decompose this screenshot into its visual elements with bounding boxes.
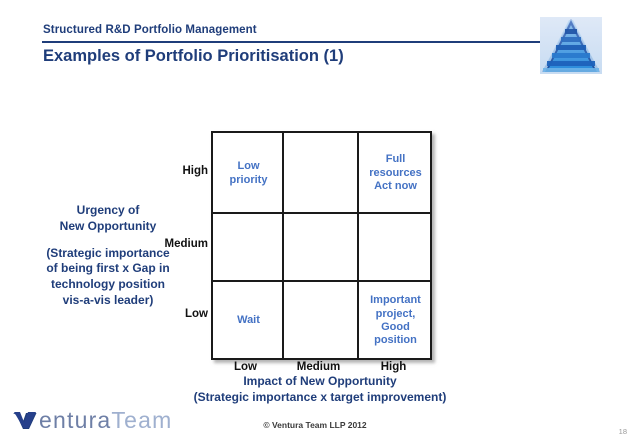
ventura-v-mark-icon (13, 412, 37, 429)
matrix-cell-medium-medium[interactable] (284, 214, 357, 280)
grid-line-horizontal-2 (213, 280, 430, 282)
matrix-cell-medium-low[interactable] (215, 214, 282, 280)
matrix-cell-label-line3: Act now (374, 180, 417, 193)
y-axis-subtitle-line3: technology position (51, 277, 165, 292)
matrix-cell-high-medium[interactable] (284, 135, 357, 212)
ventura-wordmark: enturaTeam (39, 407, 172, 434)
x-axis-tick-low: Low (234, 361, 257, 373)
matrix-cell-low-low[interactable]: Wait (215, 282, 282, 360)
y-axis-tick-high: High (182, 165, 208, 177)
page-title: Examples of Portfolio Prioritisation (1) (43, 47, 344, 65)
y-axis-subtitle-line2: of being first x Gap in (46, 261, 170, 276)
ventura-wordmark-part2: Team (111, 406, 173, 433)
pyramid-logo-icon (540, 17, 602, 74)
y-axis-tick-low: Low (185, 308, 208, 320)
y-axis-subtitle: (Strategic importance of being first x G… (8, 246, 208, 309)
y-axis-subtitle-line1: (Strategic importance (46, 245, 170, 260)
matrix-cell-label-line2: project, (375, 307, 416, 320)
matrix-cell-low-medium[interactable] (284, 282, 357, 360)
matrix-cell-label-line1: Important (370, 294, 421, 307)
page-number: 18 (618, 427, 627, 436)
ventura-team-logo: enturaTeam (12, 405, 172, 435)
matrix-cell-label-line2: resources (369, 166, 422, 179)
grid-line-vertical-2 (357, 133, 359, 358)
matrix-cell-label: Low priority (229, 160, 268, 186)
x-axis-tick-high: High (380, 361, 407, 373)
y-axis-subtitle-line4: vis-a-vis leader) (62, 293, 154, 308)
x-axis-subtitle: (Strategic importance x target improveme… (193, 389, 447, 404)
y-axis-tick-medium: Medium (164, 238, 208, 250)
matrix-cell-label-line1: Full (385, 153, 406, 166)
y-axis-title: Urgency of New Opportunity (Strategic im… (8, 203, 208, 309)
header-kicker: Structured R&D Portfolio Management (43, 24, 257, 36)
matrix-cell-label-line4: position (374, 334, 417, 347)
x-axis-tick-medium: Medium (296, 361, 341, 373)
matrix-cell-label: Important project, Good position (370, 294, 421, 348)
matrix-cell-label: Full resources Act now (369, 153, 422, 193)
x-axis-title-line1: Impact of New Opportunity (243, 374, 397, 388)
grid-line-vertical-1 (282, 133, 284, 358)
matrix-cell-medium-high[interactable] (359, 214, 432, 280)
y-axis-title-line1: Urgency of (76, 203, 140, 217)
prioritisation-matrix: Low priority Full resources Act now Wait (211, 131, 432, 360)
ventura-wordmark-part1: entura (39, 406, 112, 433)
matrix-cell-label-line3: Good (381, 321, 410, 333)
copyright-notice: © Ventura Team LLP 2012 (263, 420, 367, 430)
x-axis-title: Impact of New Opportunity (Strategic imp… (100, 374, 540, 405)
matrix-cell-high-high[interactable]: Full resources Act now (359, 135, 432, 212)
y-axis-title-line2: New Opportunity (59, 218, 157, 233)
grid-line-horizontal-1 (213, 212, 430, 214)
matrix-cell-label: Wait (237, 314, 260, 327)
header-divider (42, 41, 541, 43)
matrix-cell-low-high[interactable]: Important project, Good position (359, 282, 432, 360)
matrix-cell-high-low[interactable]: Low priority (215, 135, 282, 212)
